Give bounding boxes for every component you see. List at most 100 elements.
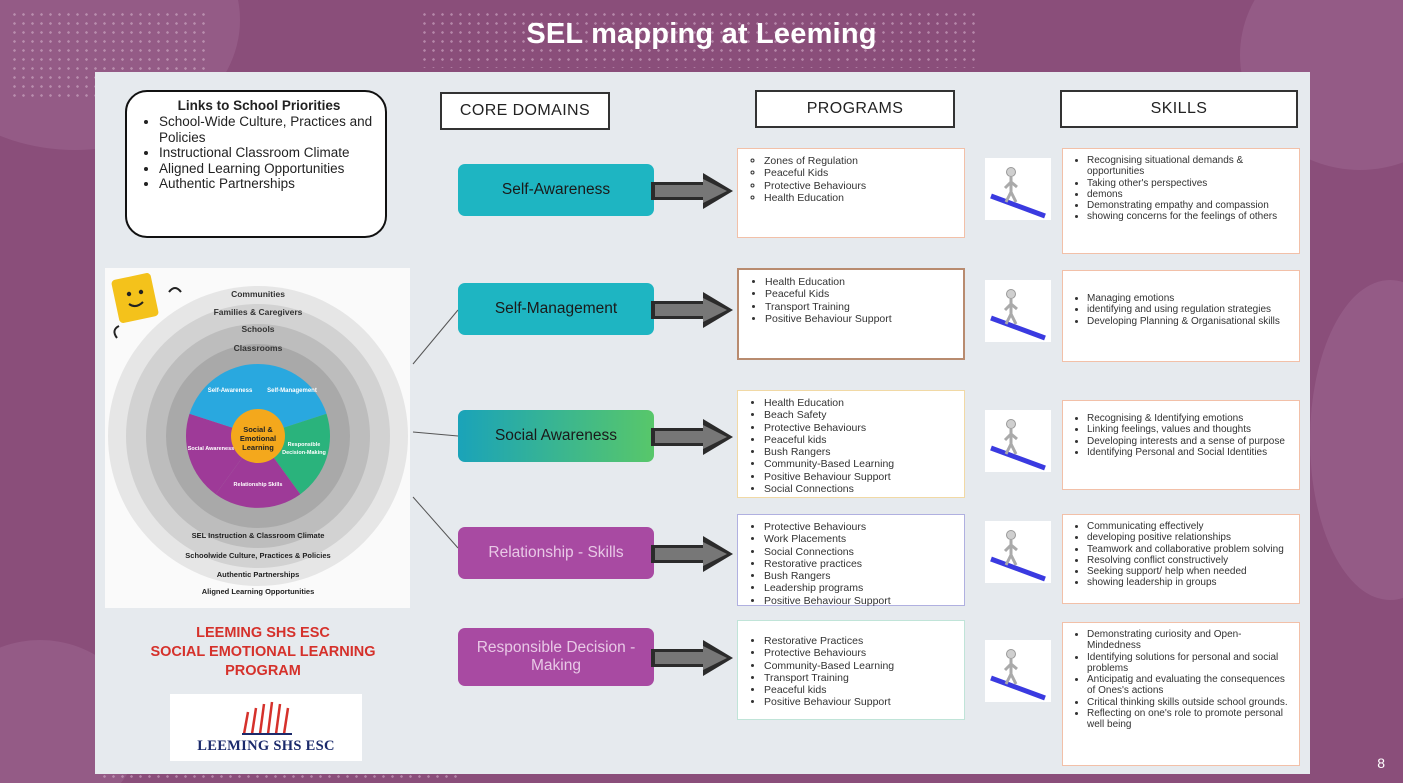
dot-pattern bbox=[420, 10, 980, 68]
priority-item: Authentic Partnerships bbox=[159, 176, 375, 192]
program-item: Positive Behaviour Support bbox=[764, 471, 956, 483]
skill-item: showing leadership in groups bbox=[1087, 577, 1293, 588]
program-item: Community-Based Learning bbox=[764, 458, 956, 470]
page-number: 8 bbox=[1377, 755, 1385, 771]
wheel-center-label: Emotional bbox=[240, 434, 276, 443]
wheel-segment-label: Responsible bbox=[288, 442, 321, 448]
program-item: Restorative Practices bbox=[764, 635, 956, 647]
wheel-ring-label: Classrooms bbox=[234, 343, 283, 353]
slide-title: SEL mapping at Leeming bbox=[526, 18, 877, 50]
program-item: Bush Rangers bbox=[764, 446, 956, 458]
wheel-segment-label: Self-Awareness bbox=[208, 388, 253, 394]
priorities-title: Links to School Priorities bbox=[177, 98, 341, 113]
wheel-arc-label: Authentic Partnerships bbox=[217, 570, 300, 579]
logo-emblem-icon bbox=[242, 701, 292, 735]
wheel-arc-label: Schoolwide Culture, Practices & Policies bbox=[185, 551, 330, 560]
program-item: Protective Behaviours bbox=[764, 180, 956, 192]
program-item: Positive Behaviour Support bbox=[764, 595, 956, 607]
program-item: Transport Training bbox=[765, 301, 955, 313]
skills-relationship-skills: Communicating effectively developing pos… bbox=[1062, 514, 1300, 604]
skills-responsible-decision-making: Demonstrating curiosity and Open-Mindedn… bbox=[1062, 622, 1300, 766]
program-item: Restorative practices bbox=[764, 558, 956, 570]
programs-self-management: Health Education Peaceful Kids Transport… bbox=[737, 268, 965, 360]
skill-item: Resolving conflict constructively bbox=[1087, 555, 1293, 566]
programs-relationship-skills: Protective Behaviours Work Placements So… bbox=[737, 514, 965, 607]
skill-item: Anticipatig and evaluating the consequen… bbox=[1087, 674, 1293, 697]
program-item: Health Education bbox=[764, 192, 956, 204]
content-panel: Links to School Priorities School-Wide C… bbox=[95, 72, 1310, 774]
program-item: Positive Behaviour Support bbox=[765, 313, 955, 325]
wheel-arc-label: SEL Instruction & Classroom Climate bbox=[192, 531, 325, 540]
school-logo: LEEMING SHS ESC bbox=[170, 694, 362, 761]
background-blob bbox=[1310, 280, 1403, 600]
skill-item: Demonstrating empathy and compassion bbox=[1087, 200, 1293, 211]
skill-item: Managing emotions bbox=[1087, 293, 1293, 304]
program-item: Community-Based Learning bbox=[764, 660, 956, 672]
program-item: Protective Behaviours bbox=[764, 422, 956, 434]
header-programs: PROGRAMS bbox=[755, 90, 955, 128]
programs-social-awareness: Health Education Beach Safety Protective… bbox=[737, 390, 965, 498]
program-title: LEEMING SHS ESC SOCIAL EMOTIONAL LEARNIN… bbox=[115, 624, 411, 681]
program-item: Social Connections bbox=[764, 483, 956, 495]
wheel-segment-label: Self-Management bbox=[267, 388, 317, 394]
program-item: Health Education bbox=[764, 397, 956, 409]
person-on-arrow-icon bbox=[985, 280, 1051, 342]
program-item: Positive Behaviour Support bbox=[764, 696, 956, 708]
person-on-arrow-icon bbox=[985, 410, 1051, 472]
domain-responsible-decision-making: Responsible Decision - Making bbox=[458, 628, 654, 686]
skill-item: Developing interests and a sense of purp… bbox=[1087, 436, 1293, 447]
wheel-center-label: Social & bbox=[243, 425, 273, 434]
skill-item: developing positive relationships bbox=[1087, 532, 1293, 543]
priorities-list: School-Wide Culture, Practices and Polic… bbox=[143, 114, 375, 192]
program-title-line: PROGRAM bbox=[225, 663, 301, 679]
wheel-ring-label: Families & Caregivers bbox=[214, 307, 303, 317]
connector-lines bbox=[412, 309, 459, 549]
domain-relationship-skills: Relationship - Skills bbox=[458, 527, 654, 579]
right-arrow-icon bbox=[651, 419, 733, 455]
skill-item: identifying and using regulation strateg… bbox=[1087, 304, 1293, 315]
program-item: Protective Behaviours bbox=[764, 647, 956, 659]
domain-self-awareness: Self-Awareness bbox=[458, 164, 654, 216]
right-arrow-icon bbox=[651, 640, 733, 676]
skills-self-management: Managing emotions identifying and using … bbox=[1062, 270, 1300, 362]
program-item: Peaceful kids bbox=[764, 684, 956, 696]
right-arrow-icon bbox=[651, 536, 733, 572]
school-priorities-box: Links to School Priorities School-Wide C… bbox=[125, 90, 387, 238]
domain-social-awareness: Social Awareness bbox=[458, 410, 654, 462]
program-item: Social Connections bbox=[764, 546, 956, 558]
skill-item: Developing Planning & Organisational ski… bbox=[1087, 316, 1293, 327]
program-item: Zones of Regulation bbox=[764, 155, 956, 167]
skill-item: Teamwork and collaborative problem solvi… bbox=[1087, 544, 1293, 555]
person-on-arrow-icon bbox=[985, 158, 1051, 220]
program-item: Peaceful Kids bbox=[765, 288, 955, 300]
skills-self-awareness: Recognising situational demands & opport… bbox=[1062, 148, 1300, 254]
priority-item: School-Wide Culture, Practices and Polic… bbox=[159, 114, 375, 145]
skill-item: Identifying Personal and Social Identiti… bbox=[1087, 447, 1293, 458]
programs-self-awareness: Zones of Regulation Peaceful Kids Protec… bbox=[737, 148, 965, 238]
program-item: Health Education bbox=[765, 276, 955, 288]
wheel-center-label: Learning bbox=[242, 443, 274, 452]
skill-item: Recognising situational demands & opport… bbox=[1087, 155, 1293, 178]
program-item: Bush Rangers bbox=[764, 570, 956, 582]
header-skills: SKILLS bbox=[1060, 90, 1298, 128]
wheel-arc-label: Aligned Learning Opportunities bbox=[202, 587, 315, 596]
skill-item: Communicating effectively bbox=[1087, 521, 1293, 532]
skill-item: Taking other's perspectives bbox=[1087, 178, 1293, 189]
skill-item: Reflecting on one's role to promote pers… bbox=[1087, 708, 1293, 731]
wheel-segment-label: Decision-Making bbox=[282, 450, 326, 456]
logo-text: LEEMING SHS ESC bbox=[197, 738, 335, 754]
program-title-line: SOCIAL EMOTIONAL LEARNING bbox=[150, 644, 376, 660]
priority-item: Instructional Classroom Climate bbox=[159, 145, 375, 161]
skill-item: demons bbox=[1087, 189, 1293, 200]
wheel-segment-label: Relationship Skills bbox=[234, 482, 283, 488]
program-item: Leadership programs bbox=[764, 582, 956, 594]
priority-item: Aligned Learning Opportunities bbox=[159, 161, 375, 177]
programs-responsible-decision-making: Restorative Practices Protective Behavio… bbox=[737, 620, 965, 720]
wheel-segment-label: Social Awareness bbox=[188, 446, 234, 452]
program-title-line: LEEMING SHS ESC bbox=[196, 625, 330, 641]
skills-social-awareness: Recognising & Identifying emotions Linki… bbox=[1062, 400, 1300, 490]
wheel-ring-label: Schools bbox=[241, 324, 274, 334]
person-on-arrow-icon bbox=[985, 640, 1051, 702]
skill-item: Demonstrating curiosity and Open-Mindedn… bbox=[1087, 629, 1293, 652]
